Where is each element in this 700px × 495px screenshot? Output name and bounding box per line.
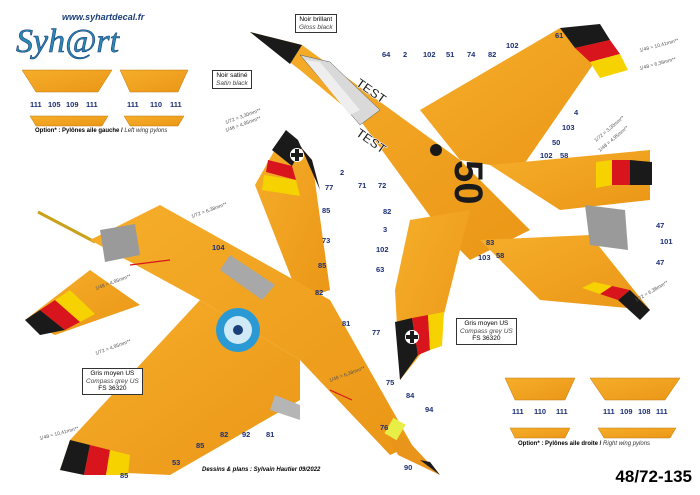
svg-text:85: 85 — [322, 206, 330, 215]
top-wing-right — [420, 28, 610, 170]
caption-left-pylons: Option* : Pylônes aile gauche / Left win… — [35, 128, 168, 134]
svg-text:104: 104 — [212, 243, 225, 252]
caption-right-pylons: Option* : Pylônes aile droite / Right wi… — [518, 441, 651, 447]
svg-text:81: 81 — [266, 430, 274, 439]
svg-text:3: 3 — [383, 225, 387, 234]
svg-text:4: 4 — [574, 108, 579, 117]
svg-text:92: 92 — [242, 430, 250, 439]
brand-logo: Syh@rt — [14, 14, 132, 62]
svg-text:102: 102 — [376, 245, 389, 254]
iron-cross-marking — [290, 148, 304, 162]
svg-text:111: 111 — [603, 407, 615, 416]
svg-text:73: 73 — [322, 236, 330, 245]
pylons-right-wing — [504, 377, 681, 439]
callout-gloss-black: Noir brillant Gloss black — [295, 14, 337, 33]
svg-text:47: 47 — [656, 258, 664, 267]
svg-text:58: 58 — [496, 251, 504, 260]
svg-text:50: 50 — [552, 138, 560, 147]
svg-text:85: 85 — [318, 261, 326, 270]
svg-text:110: 110 — [150, 100, 162, 109]
pylons-left-wing — [21, 69, 189, 127]
callout-satin-black: Noir satiné Satin black — [212, 70, 252, 89]
aircraft-underside-view — [25, 130, 440, 475]
svg-text:53: 53 — [172, 458, 180, 467]
svg-text:1/72 = 4,95mm**: 1/72 = 4,95mm** — [95, 338, 132, 356]
svg-text:111: 111 — [86, 100, 98, 109]
svg-text:1/48 = 6,38mm**: 1/48 = 6,38mm** — [639, 56, 677, 71]
svg-text:83: 83 — [486, 238, 494, 247]
svg-text:105: 105 — [48, 100, 61, 109]
nose-black — [250, 32, 302, 64]
nose-tip — [420, 460, 440, 475]
svg-text:51: 51 — [446, 50, 454, 59]
intake-grey — [100, 224, 140, 262]
svg-text:63: 63 — [376, 265, 384, 274]
svg-text:1/72 = 6,38mm**: 1/72 = 6,38mm** — [191, 201, 228, 219]
svg-text:1/48 = 10,41mm**: 1/48 = 10,41mm** — [639, 38, 679, 54]
logo-text: Syh@rt — [16, 23, 121, 60]
svg-text:64: 64 — [382, 50, 391, 59]
svg-text:111: 111 — [30, 100, 42, 109]
svg-text:47: 47 — [656, 221, 664, 230]
drawing-credit: Dessins & plans : Sylvain Hautier 09/202… — [202, 467, 321, 473]
svg-text:75: 75 — [386, 378, 394, 387]
svg-text:82: 82 — [488, 50, 496, 59]
sheet-reference: 48/72-135 — [615, 467, 692, 486]
wingtip-red — [266, 160, 296, 180]
pylon-left-numbers: 111 105 109 111 111 110 111 — [30, 100, 182, 109]
svg-text:111: 111 — [127, 100, 139, 109]
svg-text:111: 111 — [170, 100, 182, 109]
svg-text:58: 58 — [560, 151, 568, 160]
svg-text:102: 102 — [540, 151, 553, 160]
top-fuselage — [250, 32, 530, 260]
svg-text:103: 103 — [478, 253, 491, 262]
svg-text:108: 108 — [638, 407, 651, 416]
svg-text:82: 82 — [220, 430, 228, 439]
svg-text:77: 77 — [372, 328, 380, 337]
svg-text:82: 82 — [315, 288, 323, 297]
svg-text:111: 111 — [512, 407, 524, 416]
callout-compass-grey-underside: Gris moyen US Compass grey US FS 36320 — [82, 368, 143, 395]
wingtip-gold — [262, 175, 300, 196]
pylon-right-numbers: 111 110 111 111 109 108 111 — [512, 407, 668, 416]
svg-text:1/72 = 6,38mm**: 1/72 = 6,38mm** — [634, 280, 669, 304]
svg-text:72: 72 — [378, 181, 386, 190]
aircraft-top-view: 50 TEST TEST — [250, 24, 652, 380]
svg-text:85: 85 — [196, 441, 204, 450]
svg-text:94: 94 — [425, 405, 434, 414]
svg-text:102: 102 — [506, 41, 519, 50]
svg-text:90: 90 — [404, 463, 412, 472]
svg-text:2: 2 — [403, 50, 407, 59]
svg-text:103: 103 — [562, 123, 575, 132]
svg-text:77: 77 — [325, 183, 333, 192]
exhaust-grey — [585, 205, 628, 250]
svg-text:111: 111 — [656, 407, 668, 416]
big-number-50: 50 — [446, 160, 490, 205]
svg-text:84: 84 — [406, 391, 415, 400]
website-link[interactable]: www.syhartdecal.fr — [62, 12, 145, 22]
callout-compass-grey-top: Gris moyen US Compass grey US FS 36320 — [456, 318, 517, 345]
svg-text:76: 76 — [380, 423, 388, 432]
svg-text:102: 102 — [423, 50, 436, 59]
svg-text:85: 85 — [120, 471, 128, 480]
svg-text:109: 109 — [620, 407, 633, 416]
iron-cross-marking-2 — [405, 330, 419, 344]
svg-text:81: 81 — [342, 319, 350, 328]
svg-text:2: 2 — [340, 168, 344, 177]
svg-text:110: 110 — [534, 407, 546, 416]
svg-text:109: 109 — [66, 100, 79, 109]
svg-text:71: 71 — [358, 181, 366, 190]
callouts-underside-view: 77 85 73 104 85 82 81 92 82 81 85 53 85 … — [120, 183, 434, 480]
svg-text:111: 111 — [556, 407, 568, 416]
svg-text:61: 61 — [555, 31, 563, 40]
svg-text:74: 74 — [467, 50, 476, 59]
callouts-top-view: 64 2 102 51 74 82 102 61 4 103 50 102 58… — [340, 31, 673, 337]
pitot-probe — [37, 210, 96, 244]
svg-text:101: 101 — [660, 237, 673, 246]
svg-text:82: 82 — [383, 207, 391, 216]
